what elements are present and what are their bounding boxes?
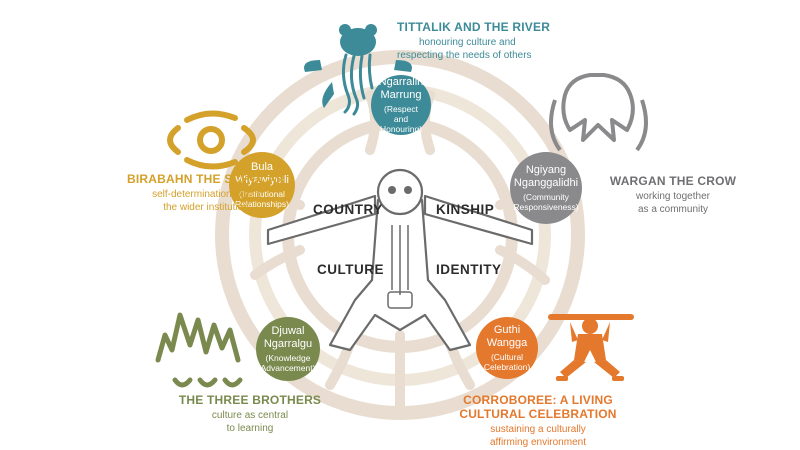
label-desc: to learning [226, 423, 274, 434]
node-subtitle: Relationships) [235, 199, 289, 209]
node-title: Ngiyang [525, 164, 567, 176]
label-desc: affirming environment [490, 437, 586, 448]
label-desc: sustaining a culturally [490, 424, 586, 435]
path-right-low [495, 245, 550, 285]
node-respect-honouring: Ngarralin Marrung (Respect and Honouring… [371, 75, 431, 135]
label-desc: honouring culture and [419, 37, 516, 48]
node-title: Guthi [493, 324, 521, 336]
label-corroboree: CORROBOREE: A LIVING CULTURAL CELEBRATIO… [438, 393, 638, 449]
figure-body-lines [387, 225, 413, 309]
word-identity: IDENTITY [436, 262, 502, 277]
label-desc: as a community [637, 204, 709, 215]
node-subtitle: Honouring) [379, 124, 423, 134]
label-title: CORROBOREE: A LIVING [463, 393, 613, 407]
node-institutional-relationships: Bula Wiyawiyelli (Institutional Relation… [229, 152, 295, 218]
label-three-brothers: THE THREE BROTHERS culture as central to… [150, 393, 350, 435]
node-title: Djuwal [271, 325, 305, 337]
crow-icon [549, 73, 648, 152]
node-cultural-celebration: Guthi Wangga (Cultural Celebration) [476, 317, 538, 379]
node-title: Wiyawiyelli [235, 174, 289, 186]
node-subtitle: Advancement) [260, 363, 316, 373]
figure-face [388, 186, 412, 194]
node-community-responsiveness: Ngiyang Nganggalidhi (Community Responsi… [510, 152, 582, 224]
label-title: BIRABAHN THE SCHOLAR [127, 172, 285, 186]
node-knowledge-advancement: Djuwal Ngarralgu (Knowledge Advancement) [256, 317, 320, 381]
word-country: COUNTRY [313, 202, 383, 217]
node-subtitle: Responsiveness) [513, 202, 579, 212]
label-title: WARGAN THE CROW [609, 174, 737, 188]
node-title: Ngarralgu [263, 338, 313, 350]
node-title: Nganggalidhi [513, 177, 579, 189]
label-desc: working together [636, 191, 710, 202]
word-kinship: KINSHIP [436, 202, 495, 217]
node-title: Bula [250, 161, 274, 173]
label-desc: respecting the needs of others [397, 50, 532, 61]
node-title: Ngarralin [378, 76, 424, 88]
dancer-icon [548, 314, 634, 381]
scholar-symbol-icon [167, 110, 256, 170]
node-subtitle: (Cultural [490, 352, 524, 362]
node-title: Wangga [486, 337, 528, 349]
three-brothers-icon [155, 312, 243, 388]
node-subtitle: (Institutional [239, 189, 285, 199]
node-subtitle: (Community [523, 192, 569, 202]
word-culture: CULTURE [317, 262, 384, 277]
label-desc: self-determination within [152, 189, 260, 200]
node-subtitle: (Respect and [383, 104, 418, 124]
label-desc: the wider institution [163, 202, 249, 213]
node-subtitle: (Knowledge [265, 353, 311, 363]
label-title: THE THREE BROTHERS [178, 393, 322, 407]
path-left-low [250, 245, 305, 280]
node-subtitle: Celebration) [483, 362, 531, 372]
river-lines-icon [341, 53, 374, 116]
label-title: TITTALIK AND THE RIVER [397, 20, 551, 34]
label-wargan: WARGAN THE CROW working together as a co… [588, 174, 758, 216]
label-tittalik: TITTALIK AND THE RIVER honouring culture… [397, 20, 550, 62]
label-desc: culture as central [211, 410, 289, 421]
label-birabahn: BIRABAHN THE SCHOLAR self-determination … [118, 172, 294, 214]
label-title: CULTURAL CELEBRATION [459, 407, 617, 421]
node-title: Marrung [380, 89, 422, 101]
